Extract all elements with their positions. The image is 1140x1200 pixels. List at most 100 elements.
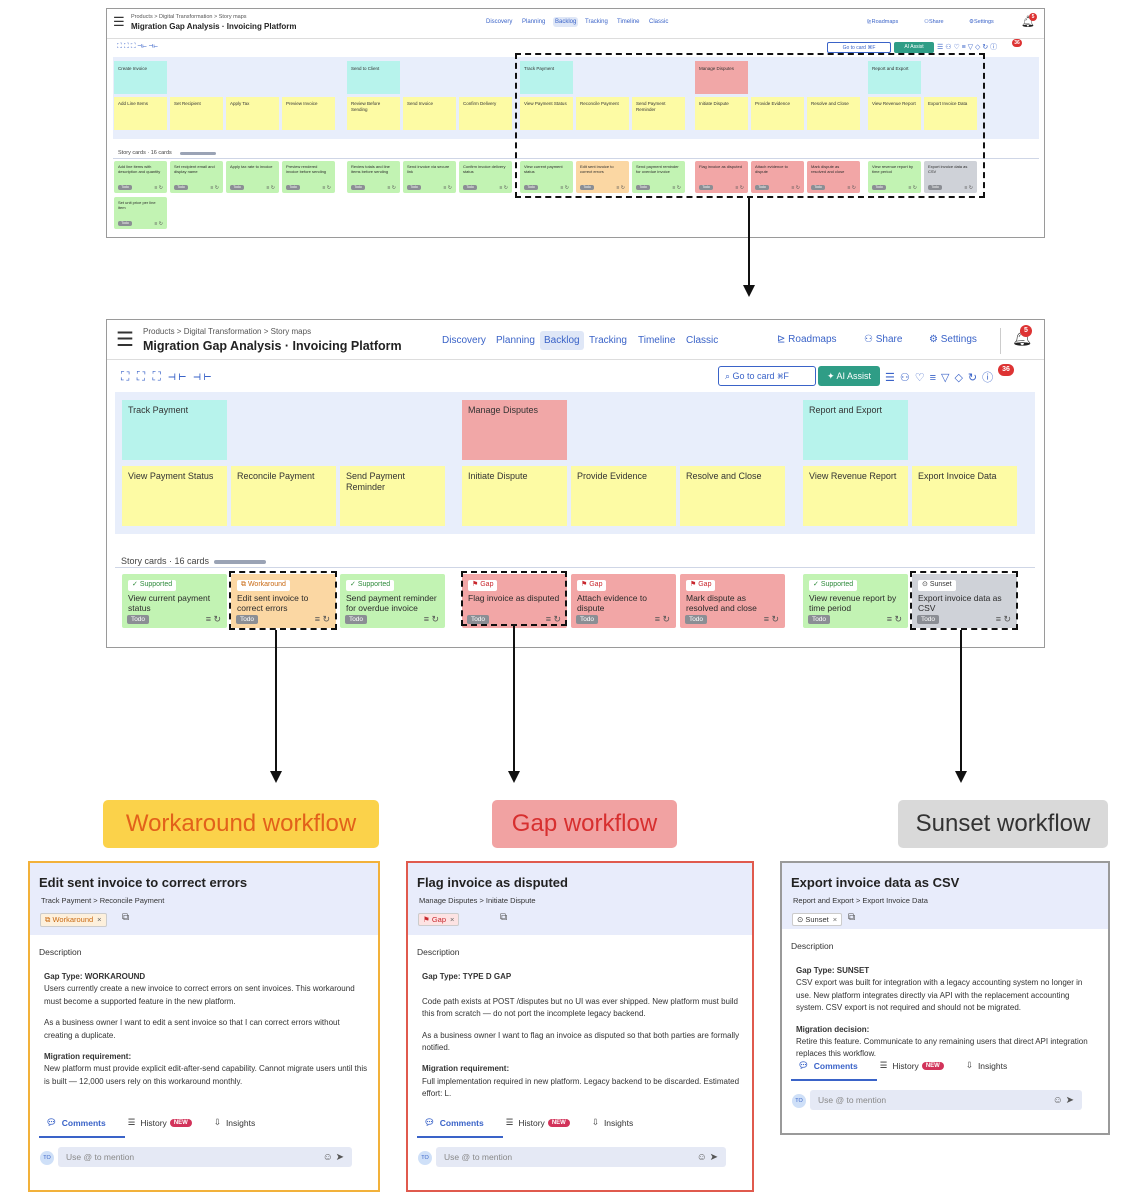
tab-backlog[interactable]: Backlog (553, 17, 579, 27)
remove-tag-icon[interactable]: × (97, 915, 102, 924)
status-badge[interactable]: Todo (174, 185, 188, 190)
step-note[interactable]: Send Payment Reminder (632, 97, 685, 130)
share-button[interactable]: ⚇ Share (864, 334, 903, 345)
card-action-icons[interactable]: ≡ ↻ (791, 184, 801, 191)
tab-backlog[interactable]: Backlog (540, 331, 584, 350)
tab-comments[interactable]: 💬︎Comments (798, 1060, 858, 1071)
step-note[interactable]: Send Invoice (403, 97, 456, 130)
tab-tracking[interactable]: Tracking (589, 335, 627, 346)
tab-insights[interactable]: ⇩Insights (966, 1060, 1007, 1071)
status-badge[interactable]: Todo (636, 185, 650, 190)
step-note[interactable]: Send Payment Reminder (340, 466, 445, 526)
panel-breadcrumb[interactable]: Track Payment > Reconcile Payment (41, 896, 165, 905)
card-action-icons[interactable]: ≡ ↻ (847, 184, 857, 191)
tab-discovery[interactable]: Discovery (486, 19, 513, 25)
card-action-icons[interactable]: ≡ ↻ (616, 184, 626, 191)
status-badge[interactable]: Todo (755, 185, 769, 190)
panel-breadcrumb[interactable]: Report and Export > Export Invoice Data (793, 896, 928, 905)
tab-timeline[interactable]: Timeline (617, 19, 640, 25)
card-action-icons[interactable]: ≡ ↻ (908, 184, 918, 191)
step-note[interactable]: Export Invoice Data (924, 97, 977, 130)
status-badge[interactable]: Todo (928, 185, 942, 190)
status-badge[interactable]: Todo (236, 615, 258, 624)
step-note[interactable]: Resolve and Close (680, 466, 785, 526)
story-card[interactable]: Review totals and line items before send… (347, 161, 400, 193)
mention-input[interactable]: Use @ to mention☺ ➤ (436, 1147, 726, 1167)
card-action-icons[interactable]: ≡ ↻ (387, 184, 397, 191)
status-badge[interactable]: Todo (467, 615, 489, 624)
step-note[interactable]: Provide Evidence (751, 97, 804, 130)
tab-comments[interactable]: 💬︎Comments (46, 1117, 106, 1128)
card-action-icons[interactable]: ≡ ↻ (322, 184, 332, 191)
tab-planning[interactable]: Planning (522, 19, 546, 25)
step-note[interactable]: Confirm Delivery (459, 97, 512, 130)
step-note[interactable]: Reconcile Payment (576, 97, 629, 130)
activity-note[interactable]: Track Payment (520, 61, 573, 94)
status-badge[interactable]: Todo (524, 185, 538, 190)
status-badge[interactable]: Todo (685, 615, 707, 624)
card-action-icons[interactable]: ≡ ↻ (886, 613, 902, 624)
status-badge[interactable]: Todo (808, 615, 830, 624)
view-toolbar-icons[interactable]: ⛶ ⛶ ⛶ ⊣⊢ ⊣⊢ (121, 369, 214, 383)
activity-note[interactable]: Send to Client (347, 61, 400, 94)
card-action-icons[interactable]: ≡ ↻ (154, 184, 164, 191)
status-badge[interactable]: Todo (463, 185, 477, 190)
status-badge[interactable]: Todo (917, 615, 939, 624)
status-badge[interactable]: Todo (580, 185, 594, 190)
remove-tag-icon[interactable]: × (450, 915, 455, 924)
step-note[interactable]: Initiate Dispute (695, 97, 748, 130)
step-note[interactable]: Review Before Sending (347, 97, 400, 130)
card-action-icons[interactable]: ≡ ↻ (654, 613, 670, 624)
activity-note[interactable]: Report and Export (803, 400, 908, 460)
status-badge[interactable]: Todo (118, 221, 132, 226)
tab-insights[interactable]: ⇩Insights (592, 1117, 633, 1128)
status-badge[interactable]: Todo (576, 615, 598, 624)
remove-tag-icon[interactable]: × (832, 915, 838, 924)
card-action-icons[interactable]: ≡ ↻ (210, 184, 220, 191)
card-action-icons[interactable]: ≡ ↻ (314, 613, 330, 624)
status-badge[interactable]: Todo (230, 185, 244, 190)
hamburger-menu-icon[interactable]: ☰ (113, 14, 125, 29)
card-action-icons[interactable]: ≡ ↻ (423, 613, 439, 624)
story-card[interactable]: Add line items with description and quan… (114, 161, 167, 193)
view-toolbar-icons[interactable]: ⛶ ⛶ ⛶ ⊣⊢ ⊣⊢ (117, 43, 158, 50)
settings-button[interactable]: ⚙ Settings (929, 334, 977, 345)
card-action-icons[interactable]: ≡ ↻ (499, 184, 509, 191)
status-badge[interactable]: Todo (118, 185, 132, 190)
hamburger-menu-icon[interactable]: ☰ (116, 329, 134, 351)
card-action-icons[interactable]: ≡ ↻ (995, 613, 1011, 624)
status-badge[interactable]: Todo (872, 185, 886, 190)
tab-insights[interactable]: ⇩Insights (214, 1117, 255, 1128)
step-note[interactable]: Apply Tax (226, 97, 279, 130)
emoji-icon[interactable]: ☺ ➤ (322, 1151, 344, 1163)
roadmaps-button[interactable]: ⊵ Roadmaps (867, 19, 899, 25)
panel-breadcrumb[interactable]: Manage Disputes > Initiate Dispute (419, 896, 536, 905)
tab-comments[interactable]: 💬︎Comments (424, 1117, 484, 1128)
card-action-icons[interactable]: ≡ ↻ (205, 613, 221, 624)
card-action-icons[interactable]: ≡ ↻ (735, 184, 745, 191)
breadcrumb[interactable]: Products > Digital Transformation > Stor… (143, 327, 312, 336)
panel-tag[interactable]: ⊙ Sunset× (792, 913, 843, 926)
settings-button[interactable]: ⚙ Settings (969, 19, 994, 25)
card-action-icons[interactable]: ≡ ↻ (266, 184, 276, 191)
status-badge[interactable]: Todo (699, 185, 713, 190)
status-badge[interactable]: Todo (351, 185, 365, 190)
toolbar-icons[interactable]: ☰ ⚇ ♡ ≡ ▽ ◇ ↻ ⓘ (937, 44, 998, 51)
step-note[interactable]: View Payment Status (520, 97, 573, 130)
panel-tag[interactable]: ⧉ Workaround× (40, 913, 107, 927)
activity-note[interactable]: Track Payment (122, 400, 227, 460)
